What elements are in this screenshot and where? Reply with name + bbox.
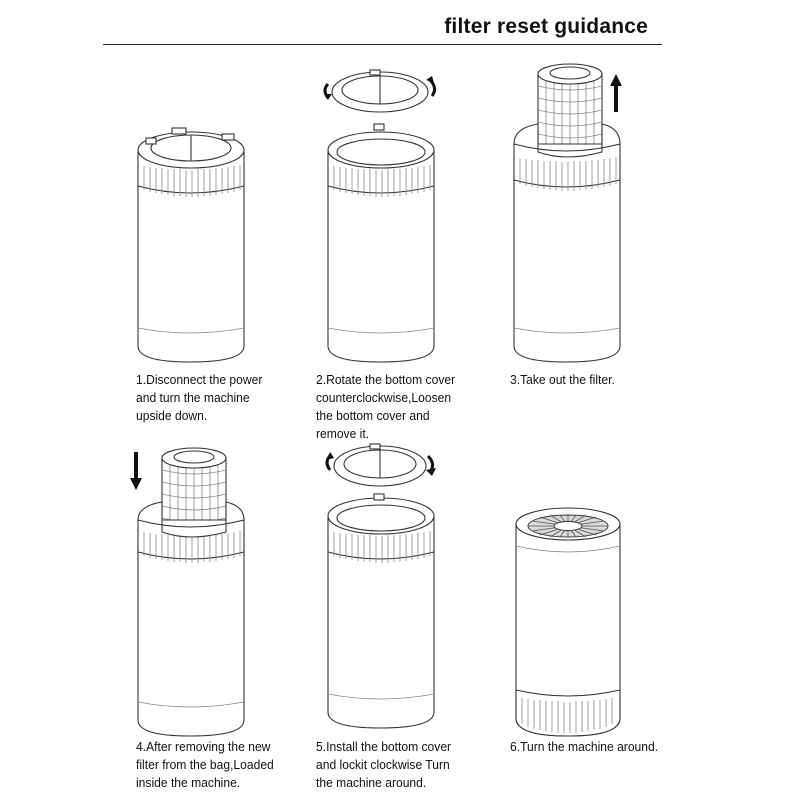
step-4-caption: 4.After removing the new filter from the… [136,739,274,790]
bottom-vent-grille [515,689,621,737]
step-3-illustration [510,62,640,372]
collar-ribs [143,165,241,197]
step-4-illustration [126,444,256,744]
arrow-up-icon [610,74,622,112]
step-1-illustration [132,120,252,370]
step-3-caption: 3.Take out the filter. [510,372,615,387]
step-2-illustration [318,66,448,371]
step-1-caption: 1.Disconnect the power and turn the mach… [136,372,263,423]
step-5-illustration [318,440,448,740]
bottom-cover [333,443,427,487]
arrow-down-icon [130,452,142,490]
step-6-caption: 6.Turn the machine around. [510,739,659,754]
filter-cartridge [537,63,603,166]
step-2-caption: 2.Rotate the bottom cover counterclockwi… [316,372,456,441]
rotate-arrows-icon [325,452,436,476]
bottom-cover [331,69,429,113]
step-5-caption: 5.Install the bottom cover and lockit cl… [316,739,452,790]
top-vent-grille [527,514,609,538]
rotate-arrows-icon [323,76,437,100]
title-underline [103,44,662,45]
step-6-illustration [510,504,630,744]
page-title: filter reset guidance [444,15,648,38]
